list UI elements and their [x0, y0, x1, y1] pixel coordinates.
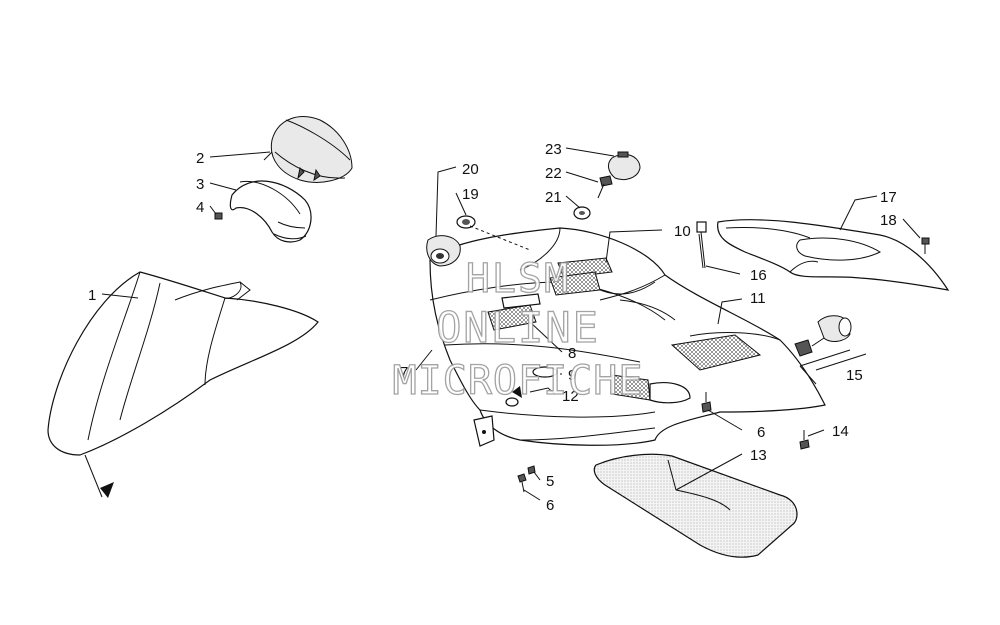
mat-part-13 [593, 453, 798, 558]
watermark: HLSM ONLINE MICROFICHE [392, 255, 644, 404]
callout-14: 14 [832, 423, 849, 440]
nut-part-21 [573, 206, 591, 220]
watermark-line-2: ONLINE [436, 303, 600, 352]
screw-part-22 [597, 175, 613, 199]
callout-4: 4 [196, 199, 204, 216]
callout-11: 11 [750, 290, 766, 307]
callout-1: 1 [88, 287, 96, 304]
vent-part-11 [670, 334, 762, 371]
callout-6-lower: 6 [546, 497, 554, 514]
knob-part-9 [505, 366, 558, 407]
watermark-line-1: HLSM [466, 256, 570, 302]
callout-12: 12 [562, 388, 579, 405]
screw-part-6-right [701, 392, 712, 413]
cover-part-17 [717, 219, 950, 291]
callout-8: 8 [568, 345, 576, 362]
screw-part-14 [799, 430, 810, 450]
vent-part-8 [487, 293, 541, 331]
leader-lines [101, 147, 921, 501]
callout-labels: 1 2 3 4 5 6 6 7 8 9 10 11 12 13 14 15 16… [88, 141, 897, 514]
washer-part-19 [456, 215, 476, 229]
callout-3: 3 [196, 176, 204, 193]
bracket-part-3 [229, 180, 312, 243]
callout-17: 17 [880, 189, 897, 206]
callout-19: 19 [462, 186, 479, 203]
screw-part-5 [527, 465, 536, 475]
callout-10: 10 [674, 223, 691, 240]
fairing-part-1 [47, 271, 319, 498]
plug-part-15 [794, 315, 852, 357]
cap-part-23 [607, 151, 641, 181]
watermark-line-3: MICROFICHE [393, 358, 644, 404]
vent-part-12 [611, 374, 691, 404]
screw-part-4 [214, 212, 223, 220]
gauge-part-2 [263, 116, 353, 183]
callout-20: 20 [462, 161, 479, 178]
callout-2: 2 [196, 150, 204, 167]
callout-21: 21 [545, 189, 562, 206]
callout-22: 22 [545, 165, 562, 182]
callout-9: 9 [568, 367, 576, 384]
screw-part-16 [696, 221, 707, 269]
callout-7: 7 [400, 364, 408, 381]
callout-13: 13 [750, 447, 767, 464]
callout-16: 16 [750, 267, 767, 284]
knob-part-20 [426, 235, 461, 267]
screw-part-18 [921, 237, 930, 254]
callout-5: 5 [546, 473, 554, 490]
console-mount-tab [473, 415, 495, 447]
screw-part-6-lower [517, 473, 527, 493]
vent-part-10 [549, 257, 613, 296]
callout-6-right: 6 [757, 424, 765, 441]
leader-dashed-19 [469, 225, 531, 251]
callout-23: 23 [545, 141, 562, 158]
callout-18: 18 [880, 212, 897, 229]
callout-15: 15 [846, 367, 863, 384]
